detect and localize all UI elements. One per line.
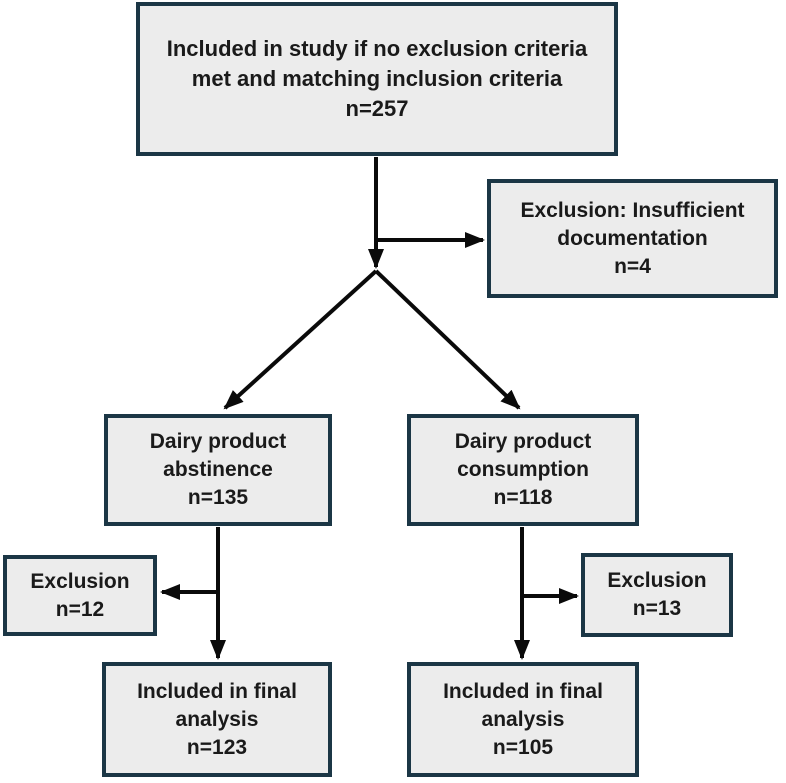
box-line: Exclusion	[30, 569, 130, 593]
box-count: n=135	[187, 486, 249, 509]
box-line: abstinence	[163, 458, 273, 481]
box-line: consumption	[457, 458, 589, 481]
box-line: Included in study if no exclusion criter…	[166, 36, 588, 61]
box-line: Included in final	[443, 679, 603, 703]
box-line: analysis	[481, 707, 565, 731]
box-line: Dairy product	[454, 430, 592, 453]
arrow-split-to-abstinence	[223, 269, 378, 410]
box-final-analysis-abstinence: Included in final analysis n=123	[102, 662, 332, 777]
box-count: n=4	[614, 254, 651, 278]
box-exclusion-documentation: Exclusion: Insufficient documentation n=…	[487, 179, 778, 298]
box-count: n=105	[492, 735, 554, 759]
box-count: n=118	[493, 486, 553, 509]
box-line: Dairy product	[149, 430, 287, 453]
box-line: Included in final	[137, 679, 297, 703]
box-line: documentation	[557, 226, 708, 250]
box-line: Exclusion	[607, 569, 707, 592]
box-exclusion-consumption: Exclusion n=13	[581, 553, 733, 637]
box-final-analysis-consumption: Included in final analysis n=105	[407, 662, 639, 777]
box-line: met and matching inclusion criteria	[191, 66, 563, 91]
box-line: analysis	[175, 707, 259, 731]
box-dairy-abstinence: Dairy product abstinence n=135	[104, 414, 332, 526]
box-dairy-consumption: Dairy product consumption n=118	[407, 414, 639, 526]
box-count: n=257	[345, 96, 409, 121]
box-included-study: Included in study if no exclusion criter…	[136, 2, 618, 156]
box-count: n=123	[186, 735, 248, 759]
box-line: Exclusion: Insufficient	[520, 198, 745, 222]
box-exclusion-abstinence: Exclusion n=12	[3, 555, 157, 636]
box-count: n=12	[55, 597, 105, 621]
box-count: n=13	[632, 597, 682, 620]
